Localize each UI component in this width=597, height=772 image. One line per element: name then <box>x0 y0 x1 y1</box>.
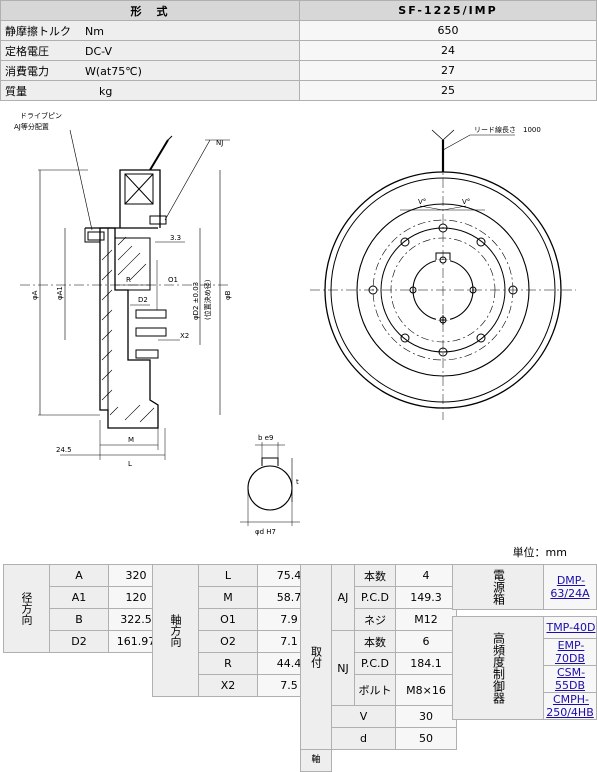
dim-key: M <box>198 586 258 609</box>
mount-value: M8×16 <box>395 674 457 706</box>
spec-table: 形 式 SF-1225/IMP 静摩擦トルク Nm 650 定格電圧 DC-V 24… <box>0 0 597 101</box>
spec-unit: W(at75℃) <box>85 64 142 78</box>
mount-value: M12 <box>395 608 457 631</box>
label-r: R <box>126 276 131 284</box>
radial-group-label: 径方向 <box>3 564 50 653</box>
shaft-group-label: 軸 <box>300 749 332 772</box>
link-cmph-250-4hb[interactable]: CMPH-250/4HB <box>546 693 594 719</box>
link-tmp-40d[interactable]: TMP-40D <box>546 621 596 634</box>
mount-value: 149.3 <box>395 586 457 609</box>
spec-value: 24 <box>299 40 597 61</box>
mounting-table: 取付 AJ 本数 4 P.C.D 149.3 ネジ M12 NJ 本数 6 P.… <box>300 564 457 772</box>
label-l: L <box>128 460 132 468</box>
dim-key: X2 <box>198 674 258 697</box>
spec-name: 消費電力 <box>5 64 49 78</box>
dim-key: O2 <box>198 630 258 653</box>
spec-name: 静摩擦トルク <box>5 24 71 38</box>
mount-key: P.C.D <box>354 652 396 675</box>
mount-key: P.C.D <box>354 586 396 609</box>
spec-name: 定格電圧 <box>5 44 49 58</box>
label-phi-a1: φA1 <box>56 286 64 300</box>
dim-key: L <box>198 564 258 587</box>
label-drive-pin: ドライブピン <box>20 111 62 120</box>
label-x2: X2 <box>180 332 189 340</box>
link-dmp-63-24a[interactable]: DMP-63/24A <box>550 574 590 600</box>
mount-value: 184.1 <box>395 652 457 675</box>
high-freq-controller-group-label: 高頻度制御器 <box>452 616 544 720</box>
keyway-detail <box>240 442 300 526</box>
mount-key: V <box>331 705 396 728</box>
label-d2: D2 <box>138 296 148 304</box>
spec-value: 25 <box>299 80 597 101</box>
label-phi-b: φB <box>224 290 232 300</box>
spec-unit: Nm <box>85 24 104 38</box>
front-view <box>310 129 576 420</box>
power-box-group-label: 電源箱 <box>452 564 544 610</box>
label-aj-equal: AJ等分配置 <box>14 122 49 131</box>
mount-value: 6 <box>395 630 457 653</box>
technical-drawing: ドライブピン AJ等分配置 NJ リード線長さ 1000 3.3 R O1 D2… <box>14 111 576 536</box>
label-nj: NJ <box>216 139 223 147</box>
dim-value: 320 <box>108 564 164 587</box>
spec-row: 静摩擦トルク Nm 650 <box>0 20 597 41</box>
spec-row: 消費電力 W(at75℃) 27 <box>0 60 597 81</box>
mount-key: 本数 <box>354 564 396 587</box>
aj-group-label: AJ <box>331 564 355 631</box>
mount-value: 4 <box>395 564 457 587</box>
spec-value: 650 <box>299 20 597 41</box>
spec-row: 定格電圧 DC-V 24 <box>0 40 597 61</box>
label-phi-d2-note: (位置決め径) <box>203 279 212 320</box>
label-24-5: 24.5 <box>56 446 72 454</box>
label-b-e9: b e9 <box>258 434 273 442</box>
devices-table: 電源箱 DMP-63/24A 高頻度制御器 TMP-40D EMP-70DB C… <box>452 564 597 720</box>
label-o1: O1 <box>168 276 178 284</box>
spec-header-row: 形 式 SF-1225/IMP <box>0 0 597 21</box>
dim-key: A <box>49 564 109 587</box>
dim-key: D2 <box>49 630 109 653</box>
spec-header-model-value: SF-1225/IMP <box>299 0 597 21</box>
spec-name: 質量 <box>5 84 27 98</box>
label-3-3: 3.3 <box>170 234 181 242</box>
link-emp-70db[interactable]: EMP-70DB <box>554 639 585 665</box>
dim-key: O1 <box>198 608 258 631</box>
dim-value: 322.5 <box>108 608 164 631</box>
dim-key: A1 <box>49 586 109 609</box>
spec-value: 27 <box>299 60 597 81</box>
spec-row: 質量 kg 25 <box>0 80 597 101</box>
label-t: t <box>296 478 299 486</box>
dim-key: B <box>49 608 109 631</box>
link-csm-55db[interactable]: CSM-55DB <box>554 666 586 692</box>
spec-unit: DC-V <box>85 44 113 58</box>
side-section-view <box>20 129 230 460</box>
label-v1: V° <box>418 198 426 206</box>
mount-value: 30 <box>395 705 457 728</box>
dim-value: 161.97 <box>108 630 164 653</box>
unit-note: 単位：mm <box>512 546 567 559</box>
label-v2: V° <box>462 198 470 206</box>
spec-header-model-label: 形 式 <box>0 0 300 21</box>
nj-group-label: NJ <box>331 630 355 706</box>
dim-value: 120 <box>108 586 164 609</box>
mount-group-label: 取付 <box>300 564 332 750</box>
axial-dimension-table: 軸方向 L 75.4 M 58.7 O1 7.9 O2 7.1 R 44.4 X… <box>152 564 321 697</box>
dim-key: R <box>198 652 258 675</box>
radial-dimension-table: 径方向 A 320 A1 120 B 322.5 D2 161.97 <box>3 564 164 653</box>
label-phi-a: φA <box>31 290 39 300</box>
spec-unit: kg <box>99 84 113 98</box>
label-phi-d-h7: φd H7 <box>255 528 276 536</box>
mount-key: ネジ <box>354 608 396 631</box>
label-lead: リード線長さ 1000 <box>474 125 541 134</box>
axial-group-label: 軸方向 <box>152 564 199 697</box>
mount-key: ボルト <box>354 674 396 706</box>
label-phi-d2: φD2 ±0.03 <box>192 282 200 320</box>
label-m: M <box>128 436 134 444</box>
mount-key: 本数 <box>354 630 396 653</box>
